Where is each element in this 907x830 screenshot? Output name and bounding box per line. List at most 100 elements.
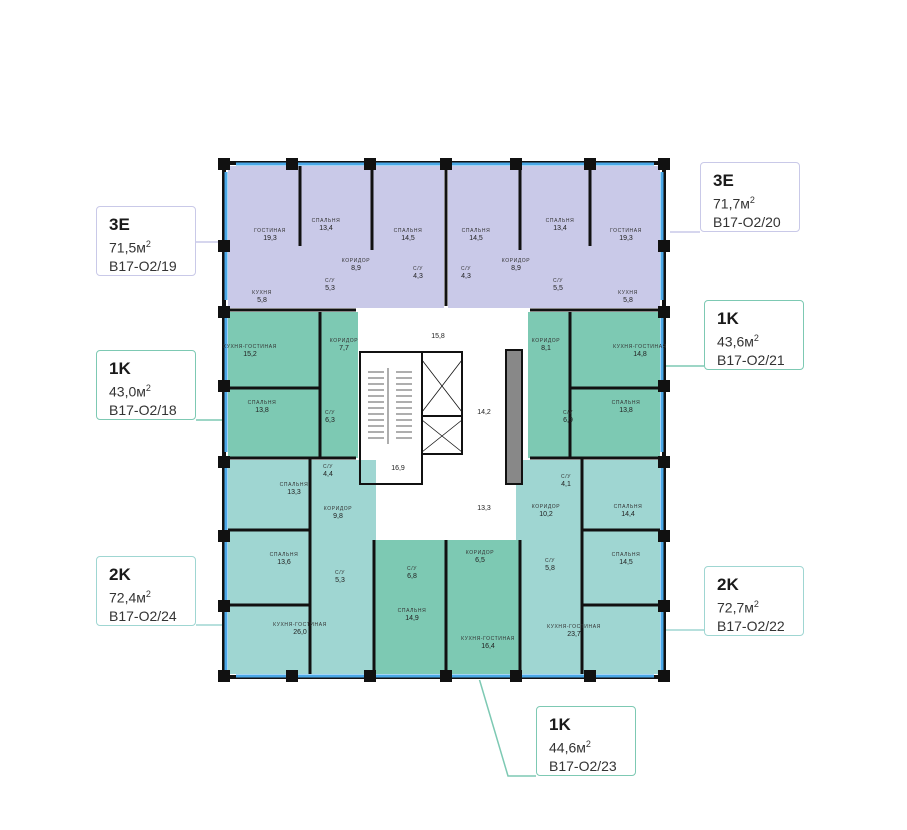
unit-type: 1K <box>717 309 739 328</box>
room-name: КОРИДОР <box>502 258 531 264</box>
room-area: 14,8 <box>633 351 647 358</box>
room-name: КУХНЯ-ГОСТИНАЯ <box>273 622 327 628</box>
room-area: 23,7 <box>567 631 581 638</box>
unit-fill-22[interactable] <box>516 460 660 674</box>
room-area: 5,3 <box>325 285 335 292</box>
room-name: СПАЛЬНЯ <box>312 218 341 224</box>
room-area: 13,6 <box>277 559 291 566</box>
unit-type: 2K <box>109 565 131 584</box>
room-name: КОРИДОР <box>466 550 495 556</box>
unit-area: 44,6м2 <box>549 735 623 757</box>
unit-area: 72,4м2 <box>109 585 183 607</box>
room-area: 26,0 <box>293 629 307 636</box>
unit-code: В17-О2/23 <box>549 757 617 774</box>
room-name: КОРИДОР <box>532 338 561 344</box>
room-area: 15,2 <box>243 351 257 358</box>
room-name: С/У <box>563 410 573 416</box>
unit-area: 71,5м2 <box>109 235 183 257</box>
unit-code: В17-О2/21 <box>717 351 785 368</box>
unit-code: В17-О2/19 <box>109 257 177 274</box>
room-area: 4,3 <box>461 273 471 280</box>
unit-area: 43,0м2 <box>109 379 183 401</box>
room-area: 6,9 <box>563 417 573 424</box>
room-area: 14,5 <box>619 559 633 566</box>
unit-area-value: 43,0м <box>109 383 146 400</box>
room-area: 14,4 <box>621 511 635 518</box>
room-name: КУХНЯ-ГОСТИНАЯ <box>547 624 601 630</box>
room-area: 8,9 <box>511 265 521 272</box>
room-name: С/У <box>461 266 471 272</box>
room-name: СПАЛЬНЯ <box>398 608 427 614</box>
room-name: СПАЛЬНЯ <box>462 228 491 234</box>
room-area: 13,8 <box>619 407 633 414</box>
area-unit-superscript: 2 <box>753 599 759 609</box>
unit-code: В17-О2/22 <box>717 617 785 634</box>
lift-2 <box>421 415 463 455</box>
unit-fill-20[interactable] <box>448 166 660 308</box>
room-area: 5,8 <box>623 297 633 304</box>
room-name: КУХНЯ <box>252 290 272 296</box>
common-area-value: 13,3 <box>477 505 491 512</box>
unit-fill-24[interactable] <box>228 460 376 674</box>
unit-type: 3E <box>713 171 734 190</box>
area-unit-superscript: 2 <box>585 739 591 749</box>
room-area: 8,9 <box>351 265 361 272</box>
room-name: С/У <box>325 410 335 416</box>
room-area: 10,2 <box>539 511 553 518</box>
room-name: СПАЛЬНЯ <box>612 552 641 558</box>
room-name: КОРИДОР <box>330 338 359 344</box>
common-area-labels: 15,814,216,913,3 <box>391 333 491 512</box>
room-area: 14,9 <box>405 615 419 622</box>
unit-area-value: 72,4м <box>109 589 146 606</box>
room-name: СПАЛЬНЯ <box>248 400 277 406</box>
room-area: 4,1 <box>561 481 571 488</box>
room-area: 5,3 <box>335 577 345 584</box>
room-name: СПАЛЬНЯ <box>614 504 643 510</box>
unit-area-value: 71,7м <box>713 195 750 212</box>
room-name: С/У <box>323 464 333 470</box>
unit-fill-18[interactable] <box>228 312 358 458</box>
unit-fill-21[interactable] <box>528 312 660 458</box>
unit-area: 43,6м2 <box>717 329 791 351</box>
area-unit-superscript: 2 <box>145 239 151 249</box>
room-area: 14,5 <box>401 235 415 242</box>
room-area: 8,1 <box>541 345 551 352</box>
unit-code: В17-О2/18 <box>109 401 177 418</box>
room-name: ГОСТИНАЯ <box>610 228 642 234</box>
room-area: 6,3 <box>325 417 335 424</box>
room-area: 13,3 <box>287 489 301 496</box>
unit-area-value: 44,6м <box>549 739 586 756</box>
pillars <box>218 158 670 682</box>
room-name: СПАЛЬНЯ <box>270 552 299 558</box>
room-area: 13,8 <box>255 407 269 414</box>
room-area: 9,8 <box>333 513 343 520</box>
room-area: 13,4 <box>319 225 333 232</box>
room-area: 7,7 <box>339 345 349 352</box>
room-name: КУХНЯ-ГОСТИНАЯ <box>223 344 277 350</box>
stair-steps <box>368 368 412 444</box>
room-name: КУХНЯ <box>618 290 638 296</box>
shaft <box>505 349 523 485</box>
interior-walls <box>228 166 660 674</box>
unit-fill-19[interactable] <box>228 166 444 308</box>
room-name: КОРИДОР <box>532 504 561 510</box>
room-name: КОРИДОР <box>324 506 353 512</box>
area-unit-superscript: 2 <box>749 195 755 205</box>
unit-type: 1K <box>109 359 131 378</box>
common-area-value: 16,9 <box>391 465 405 472</box>
unit-code: В17-О2/20 <box>713 213 781 230</box>
room-area: 5,5 <box>553 285 563 292</box>
room-area: 16,4 <box>481 643 495 650</box>
room-area: 4,4 <box>323 471 333 478</box>
room-area: 6,5 <box>475 557 485 564</box>
unit-type: 3E <box>109 215 130 234</box>
common-area-value: 14,2 <box>477 409 491 416</box>
room-name: СПАЛЬНЯ <box>546 218 575 224</box>
